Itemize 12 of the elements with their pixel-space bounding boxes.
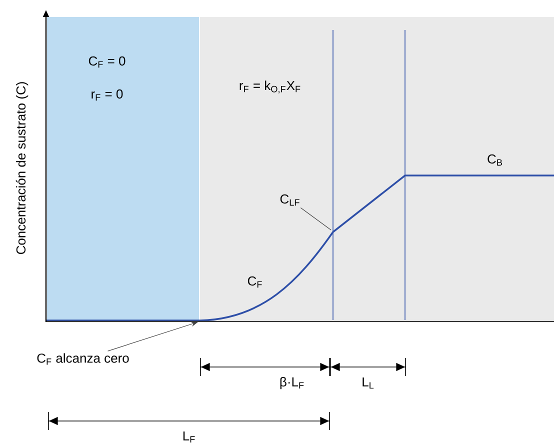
curve-label: C$_{B}$ [488,154,502,166]
leader-line [300,208,332,230]
dimension-label: L$_{F}$ [183,431,195,443]
callout-text: C$_{F}$ alcanza cero [37,353,129,365]
dimension-label: L$_{L}$ [362,377,374,389]
dimension-label: β·L$_{F}$ [280,376,304,390]
equation-label: C$_{F}$ = 0 [88,56,126,68]
callout-text: C$_{LF}$ [280,194,300,206]
axis-label: Concentración de sustrato (C) [16,82,28,254]
curve-label: C$_{F}$ [248,276,262,288]
equation-label: r$_{F}$ = 0 [92,89,123,101]
equation-label: r$_{F}$ = k$_{O,F}$X$_{F}$ [240,80,300,94]
